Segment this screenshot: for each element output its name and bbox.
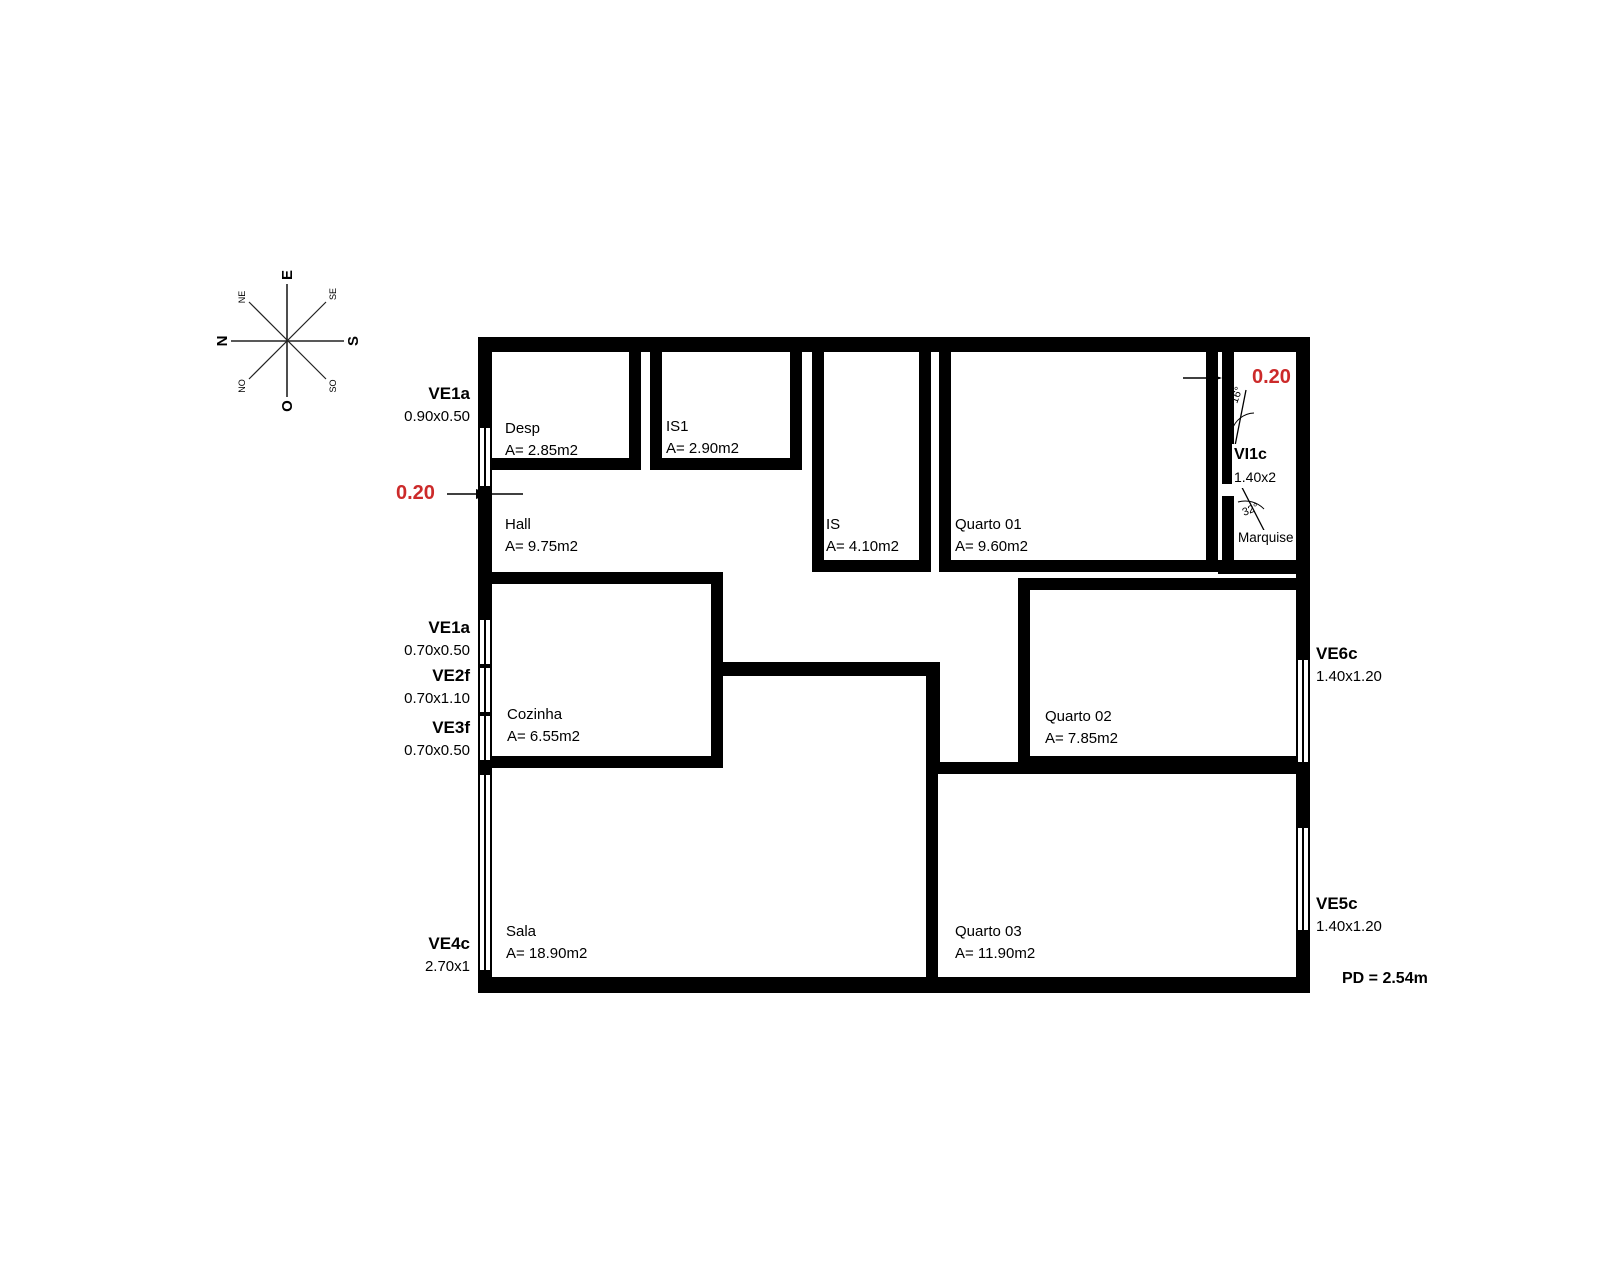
opening-size: 1.40x2 <box>1234 469 1277 485</box>
room-name: Quarto 01 <box>955 516 1022 533</box>
opening-size: 0.70x0.50 <box>404 642 470 659</box>
angle-label-32: 32° <box>1241 501 1261 518</box>
room-label-quarto01: Quarto 01 A= 9.60m2 <box>955 514 1028 558</box>
opening-code: VE2f <box>432 666 470 685</box>
opening-label-ve5c: VE5c 1.40x1.20 <box>1316 892 1382 938</box>
window-glass-line <box>484 775 486 970</box>
opening-code: VE1a <box>428 384 470 403</box>
room-name: Quarto 02 <box>1045 708 1112 725</box>
opening-label-ve2f: VE2f 0.70x1.10 <box>330 664 470 710</box>
room-name: IS1 <box>666 418 689 435</box>
opening-label-vi1c: VI1c 1.40x2 <box>1232 444 1279 488</box>
angle-arc-32 <box>1237 500 1265 510</box>
opening-label-ve1a-070: VE1a 0.70x0.50 <box>330 616 470 662</box>
opening-label-ve4c: VE4c 2.70x1 <box>330 932 470 978</box>
opening-code: VE4c <box>428 934 470 953</box>
opening-label-ve1a-090: VE1a 0.90x0.50 <box>330 382 470 428</box>
opening-size: 0.90x0.50 <box>404 408 470 425</box>
window-glass-line <box>484 716 486 760</box>
wall-marquise-left-lower <box>1222 496 1234 562</box>
wall-exterior-top <box>478 337 1310 352</box>
room-label-marquise: Marquise <box>1237 530 1295 545</box>
wall-exterior-bottom <box>478 977 1310 993</box>
window-glass-line <box>484 668 486 712</box>
opening-code: VE3f <box>432 718 470 737</box>
compass-label-se: SE <box>328 288 338 300</box>
window-ve1a-070 <box>478 620 492 664</box>
window-ve2f <box>478 668 492 712</box>
room-label-sala: Sala A= 18.90m2 <box>506 921 587 965</box>
window-glass-line <box>1302 660 1304 762</box>
room-area: A= 18.90m2 <box>506 945 588 962</box>
opening-code: VE6c <box>1316 644 1358 663</box>
compass-label-e: E <box>279 270 296 280</box>
room-area: A= 9.60m2 <box>955 538 1028 555</box>
room-area: A= 9.75m2 <box>505 538 578 555</box>
room-label-is: IS A= 4.10m2 <box>826 514 899 558</box>
compass-label-so: SO <box>328 379 338 392</box>
window-ve3f <box>478 716 492 760</box>
wall-thickness-dim-left: 0.20 <box>396 482 435 504</box>
room-name: Hall <box>505 516 531 533</box>
room-area: A= 11.90m2 <box>955 945 1036 962</box>
angle-arc-16 <box>1231 412 1255 431</box>
compass-label-n: N <box>215 336 231 347</box>
opening-size: 0.70x0.50 <box>404 742 470 759</box>
wall-sala-top <box>716 662 938 676</box>
opening-code: VE1a <box>428 618 470 637</box>
window-ve1a-090 <box>478 428 492 486</box>
compass-label-s: S <box>345 336 360 346</box>
ceiling-height-note: PD = 2.54m <box>1342 970 1428 987</box>
room-name: Quarto 03 <box>955 923 1022 940</box>
room-area: A= 6.55m2 <box>507 728 580 745</box>
window-glass-line <box>484 620 486 664</box>
opening-label-ve3f: VE3f 0.70x0.50 <box>330 716 470 762</box>
opening-code: VE5c <box>1316 894 1358 913</box>
compass-rose: N S E O NE SE SO NO <box>214 268 362 413</box>
room-label-quarto03: Quarto 03 A= 11.90m2 <box>955 921 1035 965</box>
compass-label-ne: NE <box>237 291 247 304</box>
window-ve4c <box>478 775 492 970</box>
window-ve5c <box>1296 828 1310 930</box>
wall-thickness-dim-right: 0.20 <box>1252 366 1291 388</box>
room-label-quarto02: Quarto 02 A= 7.85m2 <box>1045 706 1118 750</box>
opening-size: 2.70x1 <box>424 958 470 975</box>
compass-label-no: NO <box>237 379 247 393</box>
room-name: Desp <box>505 420 541 437</box>
room-label-hall: Hall A= 9.75m2 <box>505 514 578 558</box>
room-name: Sala <box>506 923 537 940</box>
opening-size: 1.40x1.20 <box>1316 918 1382 935</box>
compass-label-o: O <box>279 400 296 412</box>
window-ve6c <box>1296 660 1310 762</box>
wall-sala-quarto03-divider <box>926 662 940 774</box>
opening-label-ve6c: VE6c 1.40x1.20 <box>1316 642 1382 688</box>
room-label-desp: Desp A= 2.85m2 <box>505 418 578 462</box>
room-area: A= 7.85m2 <box>1045 730 1118 747</box>
window-glass-line <box>1302 828 1304 930</box>
wall-marquise-bottom <box>1218 560 1310 574</box>
room-label-cozinha: Cozinha A= 6.55m2 <box>507 704 580 748</box>
room-name: Cozinha <box>507 706 563 723</box>
opening-code: VI1c <box>1234 446 1267 463</box>
opening-size: 1.40x1.20 <box>1316 668 1382 685</box>
window-glass-line <box>484 428 486 486</box>
room-name: IS <box>826 516 841 533</box>
compass-svg: N S E O NE SE SO NO <box>214 270 362 412</box>
opening-size: 0.70x1.10 <box>404 690 470 707</box>
room-area: A= 4.10m2 <box>826 538 899 555</box>
room-area: A= 2.90m2 <box>666 440 739 457</box>
compass-axis-noso <box>248 301 327 380</box>
room-label-is1: IS1 A= 2.90m2 <box>666 416 739 460</box>
room-area: A= 2.85m2 <box>505 442 578 459</box>
room-name: Marquise <box>1238 530 1294 545</box>
